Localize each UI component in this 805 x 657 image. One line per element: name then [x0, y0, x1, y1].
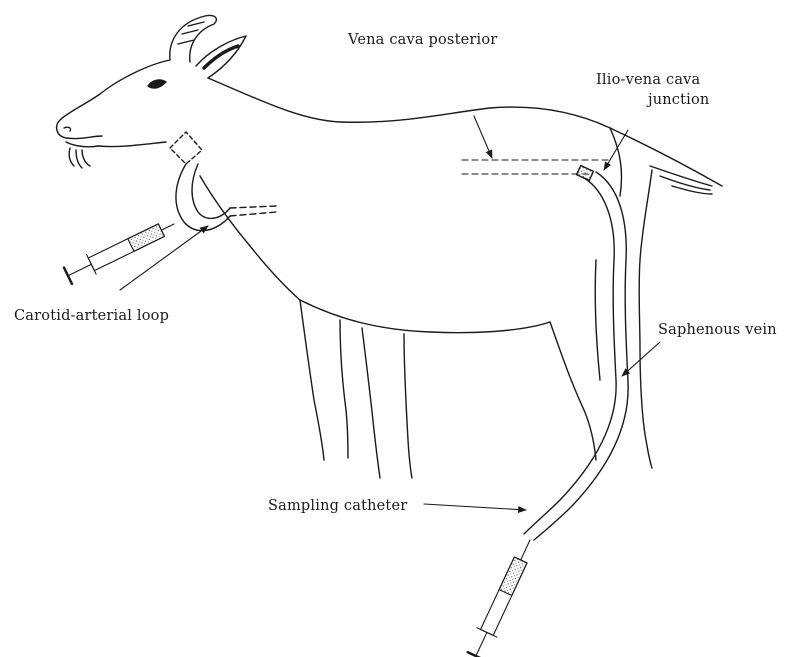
goat-beard: [69, 148, 90, 168]
goat-front-leg-left: [300, 300, 324, 460]
goat-tail: [610, 128, 722, 194]
arrow-sampling-catheter: [424, 504, 526, 510]
goat-ear: [196, 36, 246, 78]
goat-back: [208, 78, 610, 128]
goat-eye: [148, 80, 166, 88]
arrow-saphenous: [622, 342, 660, 376]
label-saphenous-vein: Saphenous vein: [658, 322, 777, 338]
goat-belly: [300, 300, 550, 333]
carotid-loop: [170, 132, 276, 231]
neck-syringe: [63, 214, 179, 286]
goat-horn: [170, 15, 217, 62]
label-ilio-junction-line1: Ilio-vena cava: [596, 72, 701, 88]
goat-head: [57, 60, 170, 139]
label-vena-cava-posterior: Vena cava posterior: [347, 32, 497, 48]
arrow-vena-cava: [474, 116, 492, 158]
catheter-syringe: [466, 535, 540, 657]
sampling-catheter-tube: [524, 166, 628, 540]
goat-hind-leg: [550, 322, 596, 460]
labels: Vena cava posterior Ilio-vena cava junct…: [14, 32, 777, 514]
label-ilio-junction-line2: junction: [646, 92, 709, 108]
label-carotid-arterial-loop: Carotid-arterial loop: [14, 308, 169, 324]
arrow-ilio-junction: [604, 130, 628, 170]
label-sampling-catheter: Sampling catheter: [268, 498, 407, 514]
